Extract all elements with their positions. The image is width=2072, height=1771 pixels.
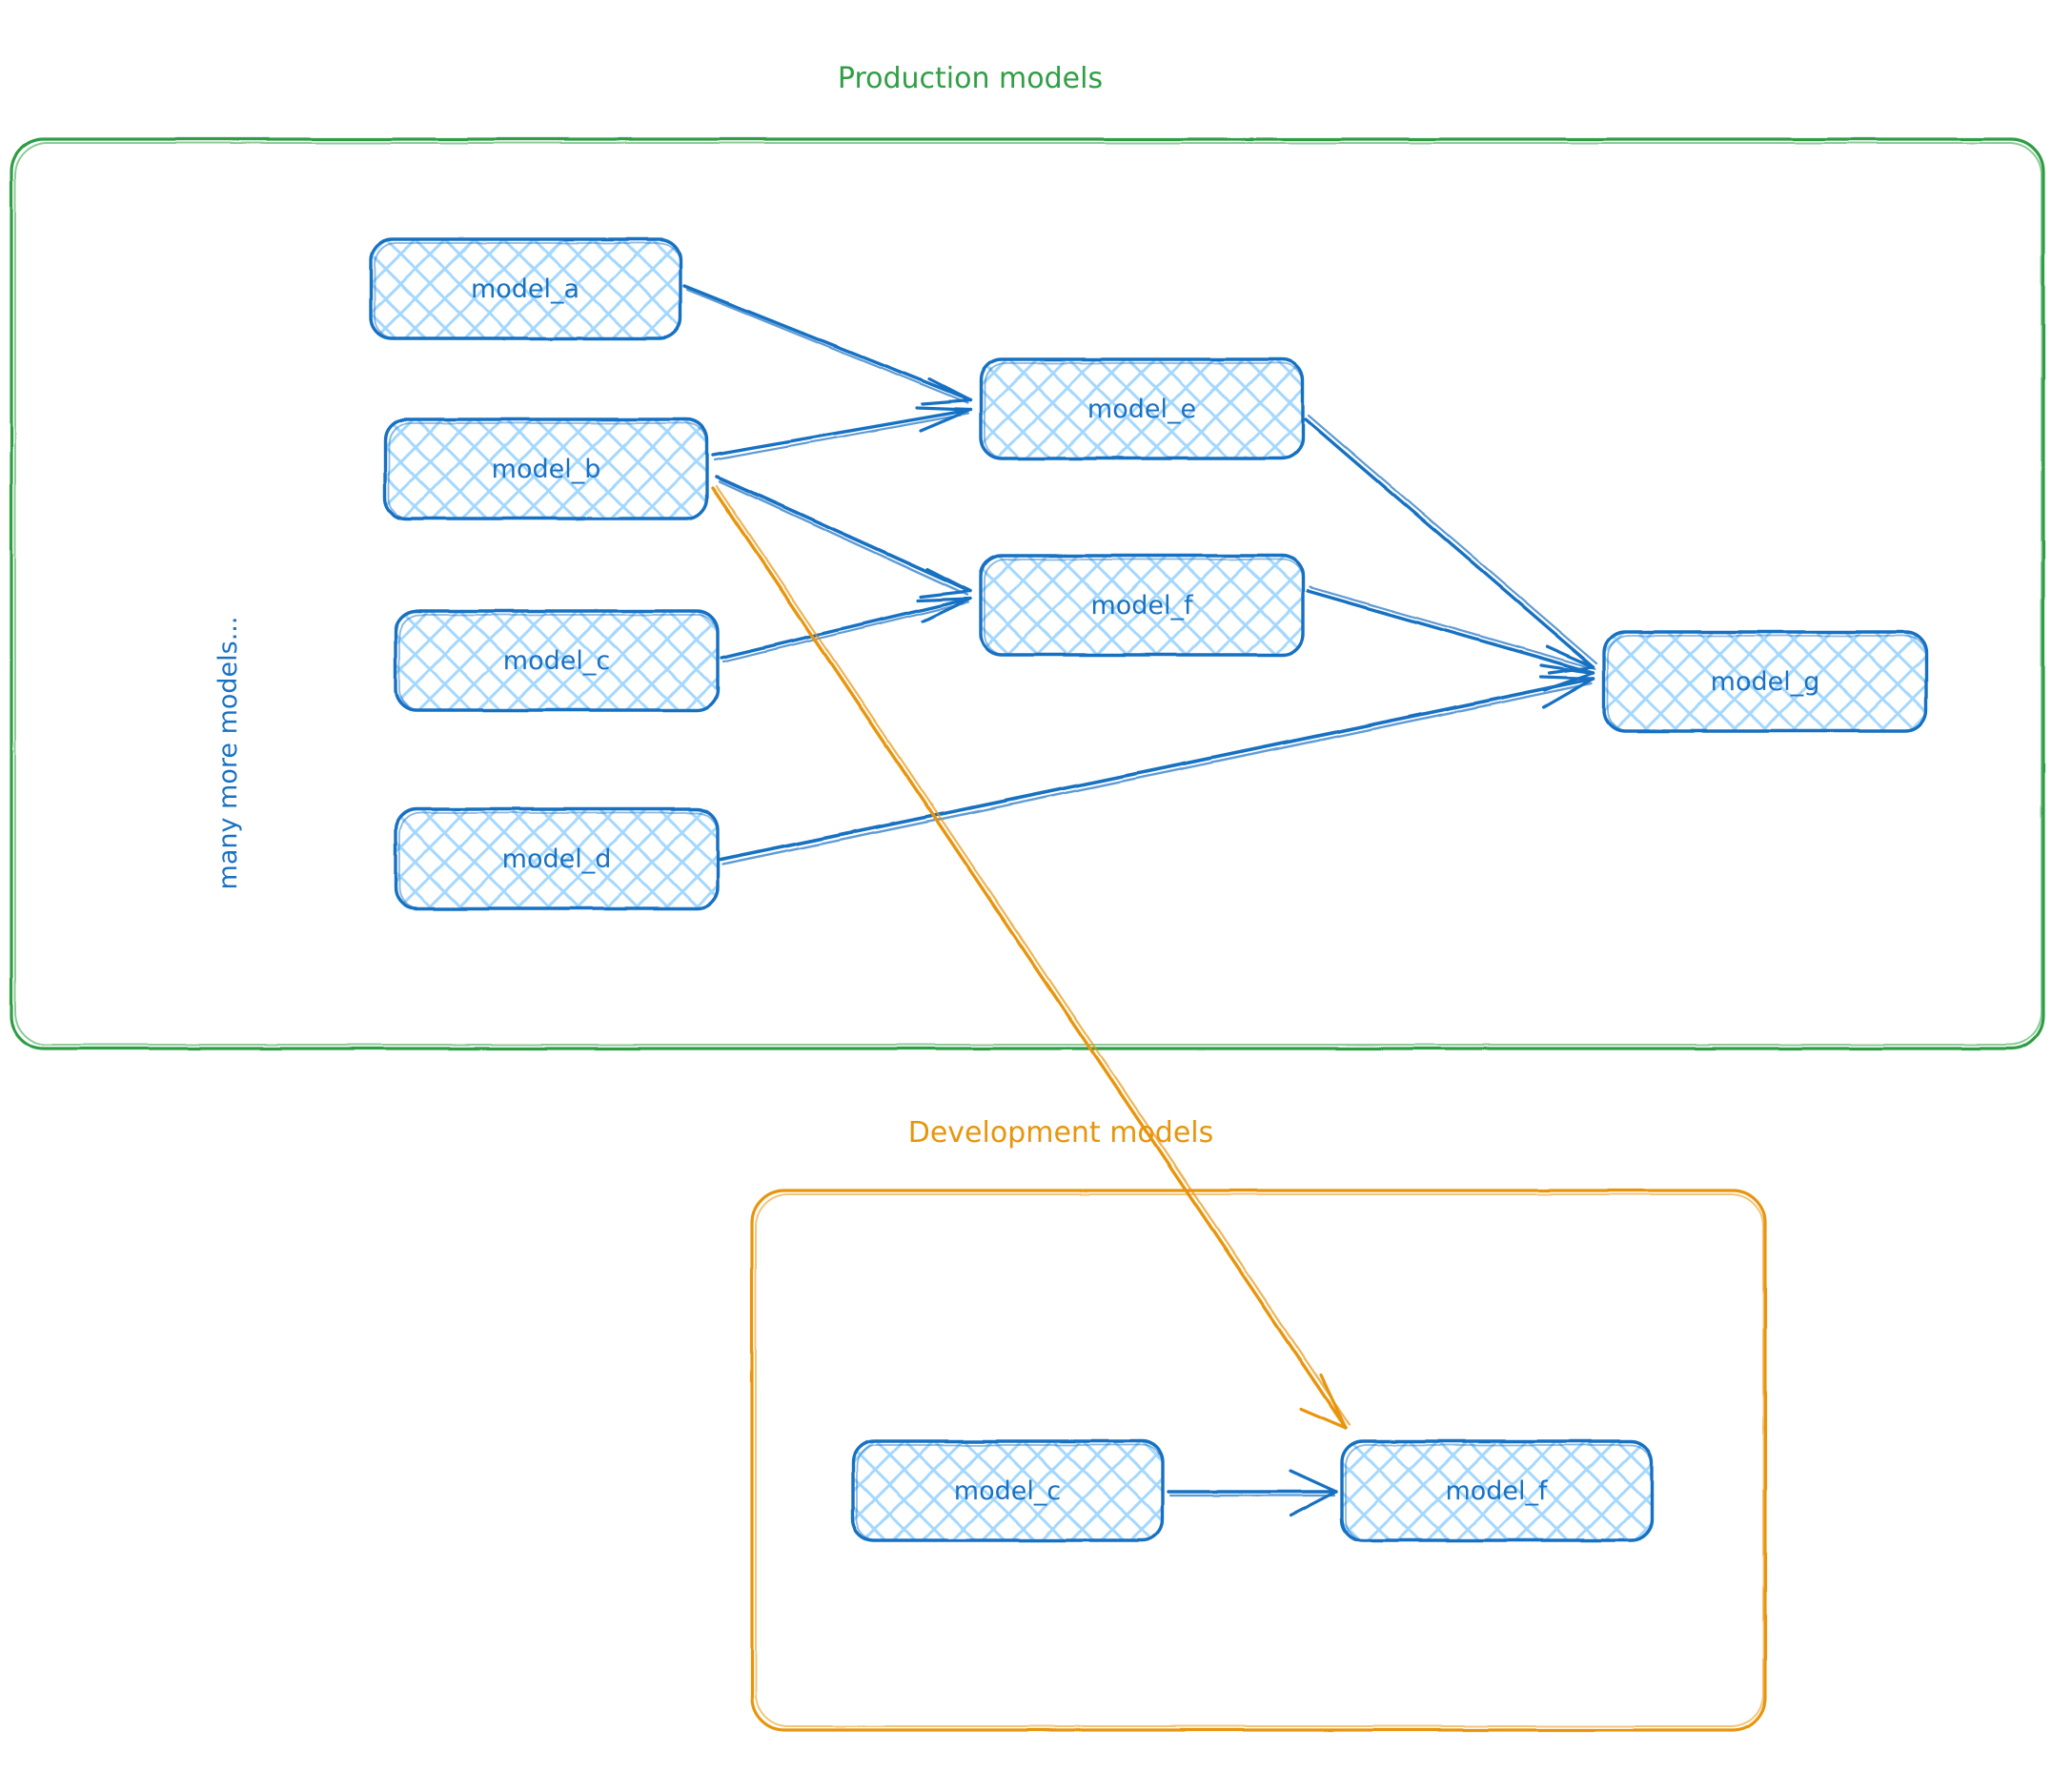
node-prod-model-f[interactable]: model_f bbox=[979, 554, 1305, 657]
edge-dev-model-c-to-dev-model-f bbox=[1167, 1469, 1338, 1517]
node-prod-model-a-shape-shadow bbox=[374, 242, 681, 339]
node-dev-model-f[interactable]: model_f bbox=[1340, 1439, 1654, 1542]
edge-model-e-to-model-g bbox=[1304, 414, 1598, 675]
node-prod-model-e-label: model_e bbox=[1087, 395, 1196, 424]
development-container-rect-shadow bbox=[755, 1193, 1764, 1727]
node-prod-model-b[interactable]: model_b bbox=[383, 417, 709, 520]
node-dev-model-f-label: model_f bbox=[1445, 1476, 1549, 1506]
node-dev-model-f-shape-shadow bbox=[1345, 1444, 1653, 1541]
edge-model-b-to-model-e bbox=[711, 406, 972, 461]
node-prod-model-d-label: model_d bbox=[502, 845, 612, 874]
many-more-models-note: many more models... bbox=[213, 617, 243, 890]
node-prod-model-b-label: model_b bbox=[492, 455, 601, 484]
node-dev-model-c-label: model_c bbox=[954, 1476, 1061, 1506]
node-dev-model-c-shape-shadow bbox=[856, 1444, 1164, 1541]
edge-model-c-to-model-f bbox=[720, 597, 972, 663]
edge-model-b-to-model-f bbox=[715, 475, 972, 599]
node-prod-model-c-label: model_c bbox=[503, 646, 610, 676]
node-prod-model-a[interactable]: model_a bbox=[369, 237, 682, 340]
group-development bbox=[750, 1189, 1767, 1732]
node-prod-model-c-shape-shadow bbox=[398, 614, 719, 711]
node-prod-model-d[interactable]: model_d bbox=[394, 807, 720, 910]
node-prod-model-d-shape-shadow bbox=[398, 812, 719, 909]
production-container-rect-shadow bbox=[14, 142, 2042, 1046]
node-prod-model-g-shape-shadow bbox=[1607, 635, 1927, 732]
node-prod-model-e-shape-shadow bbox=[984, 362, 1304, 459]
node-prod-model-g[interactable]: model_g bbox=[1602, 630, 1928, 733]
node-prod-model-f-label: model_f bbox=[1090, 591, 1194, 621]
node-dev-model-c[interactable]: model_c bbox=[851, 1439, 1165, 1542]
edge-model-a-to-model-e bbox=[682, 284, 972, 406]
node-prod-model-c[interactable]: model_c bbox=[394, 609, 720, 712]
development-group-label: Development models bbox=[908, 1116, 1214, 1150]
node-prod-model-f-shape-shadow bbox=[984, 559, 1304, 656]
node-prod-model-b-shape-shadow bbox=[388, 422, 708, 519]
edge-model-f-to-model-g bbox=[1306, 585, 1597, 692]
edge-model-d-to-model-g bbox=[719, 675, 1595, 866]
node-prod-model-e[interactable]: model_e bbox=[979, 357, 1305, 460]
node-prod-model-g-label: model_g bbox=[1711, 667, 1820, 697]
edge-model-b-to-dev-model-f bbox=[711, 484, 1351, 1430]
node-prod-model-a-label: model_a bbox=[471, 275, 579, 304]
development-container-rect bbox=[750, 1189, 1767, 1732]
production-group-label: Production models bbox=[838, 62, 1103, 95]
group-production bbox=[10, 137, 2045, 1050]
edges-layer bbox=[682, 284, 1598, 1517]
production-container-rect bbox=[10, 137, 2045, 1050]
